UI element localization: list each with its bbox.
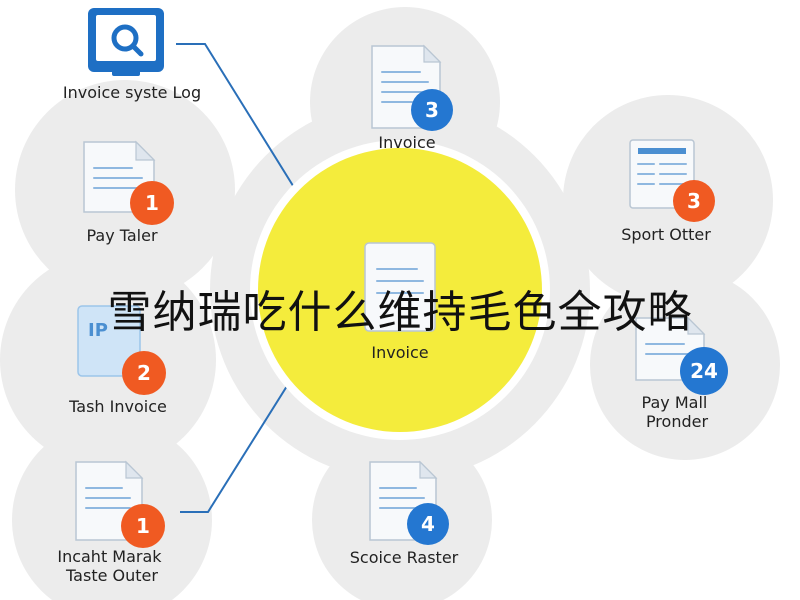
node-invoice-top[interactable]: 3 Invoice — [371, 44, 453, 152]
node-label: Pay Taler — [86, 226, 158, 245]
count-badge — [673, 180, 715, 222]
badge-count: 2 — [137, 361, 151, 385]
count-badge — [411, 89, 453, 131]
card-text: IP — [88, 320, 108, 341]
search-monitor-icon — [88, 8, 164, 76]
count-badge — [122, 351, 166, 395]
connector-bottom-left — [180, 377, 293, 513]
badge-count: 24 — [690, 359, 718, 383]
center-label: Invoice — [371, 343, 428, 362]
overlay-title: 雪纳瑞吃什么维持毛色全攻略 — [107, 287, 693, 338]
node-label: Invoice — [378, 133, 435, 152]
node-label: Invoice syste Log — [63, 83, 201, 102]
node-sport-otter[interactable]: 3 Sport Otter — [621, 139, 715, 244]
node-label: Tash Invoice — [68, 397, 167, 416]
node-label: Pay Mall Pronder — [642, 393, 713, 431]
node-pay-mall-pronder[interactable]: 24 Pay Mall Pronder — [635, 316, 728, 431]
center-hub[interactable]: Invoice — [250, 140, 550, 440]
badge-count: 3 — [425, 98, 439, 122]
badge-count: 1 — [136, 514, 150, 538]
node-incaht-marak[interactable]: 1 Incaht Marak Taste Outer — [57, 460, 166, 585]
badge-count: 3 — [687, 189, 701, 213]
node-invoice-system-log[interactable]: Invoice syste Log — [63, 8, 201, 102]
node-scoice-raster[interactable]: 4 Scoice Raster — [350, 460, 459, 567]
node-pay-taler[interactable]: 1 Pay Taler — [83, 140, 174, 245]
connector-top-left — [176, 43, 301, 198]
document-icon — [364, 242, 436, 332]
count-badge — [680, 347, 728, 395]
node-label: Sport Otter — [621, 225, 711, 244]
node-tash-invoice[interactable]: IP 2 Tash Invoice — [68, 305, 167, 416]
node-label: Incaht Marak Taste Outer — [57, 547, 166, 585]
id-card-icon: IP — [77, 305, 141, 377]
node-label: Scoice Raster — [350, 548, 459, 567]
badge-count: 1 — [145, 191, 159, 215]
count-badge — [121, 504, 165, 548]
badge-count: 4 — [421, 512, 435, 536]
count-badge — [407, 503, 449, 545]
count-badge — [130, 181, 174, 225]
